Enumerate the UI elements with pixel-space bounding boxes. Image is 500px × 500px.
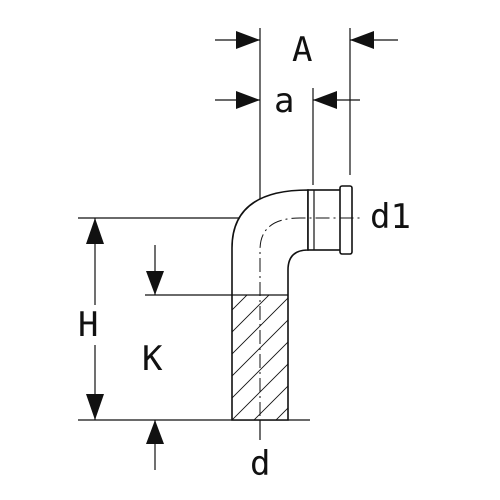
label-K: K — [142, 339, 163, 379]
label-a: a — [274, 81, 294, 121]
dimension-H: H — [78, 218, 112, 420]
dimension-a: a — [215, 81, 360, 121]
label-H: H — [78, 305, 98, 345]
pipe-bend — [231, 185, 360, 440]
dimension-A: A — [215, 30, 398, 70]
label-A: A — [292, 30, 312, 70]
socket-end — [307, 185, 353, 255]
dimension-K: K — [142, 245, 164, 470]
label-d1: d1 — [370, 197, 411, 237]
label-d: d — [250, 444, 270, 484]
